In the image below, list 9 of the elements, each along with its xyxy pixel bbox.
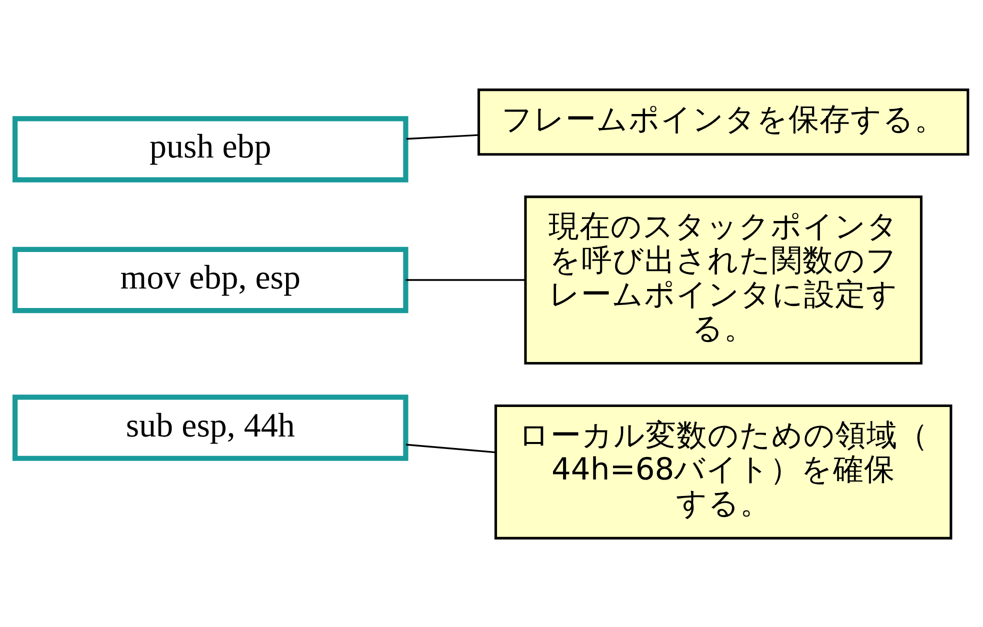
connector bbox=[406, 278, 526, 280]
node-box: sub esp, 44h bbox=[12, 394, 408, 460]
connector bbox=[406, 134, 478, 140]
node-box: push ebp bbox=[12, 116, 408, 182]
node-box: ローカル変数のための領域（44h=68バイト）を確保する。 bbox=[494, 404, 952, 539]
connector bbox=[406, 443, 496, 453]
node-box: フレームポインタを保存する。 bbox=[477, 88, 970, 156]
node-box: mov ebp, esp bbox=[12, 246, 408, 313]
node-box: 現在のスタックポインタを呼び出された関数のフレームポインタに設定する。 bbox=[524, 195, 922, 364]
